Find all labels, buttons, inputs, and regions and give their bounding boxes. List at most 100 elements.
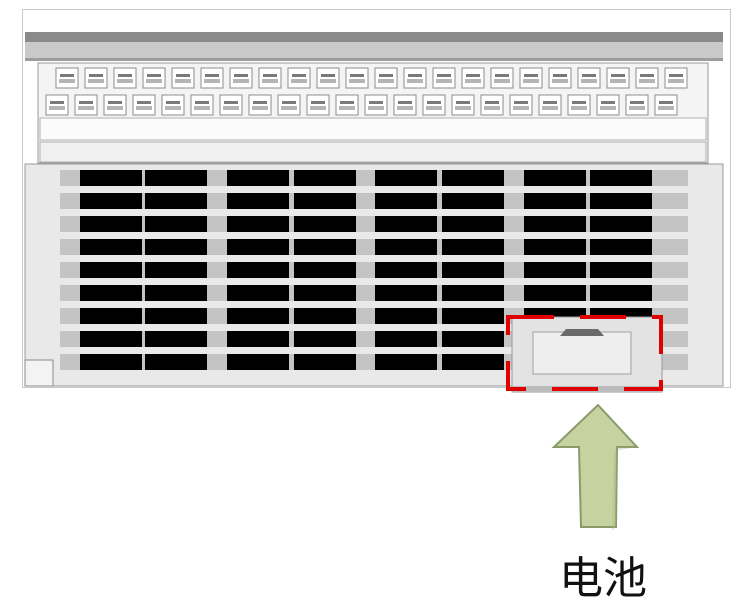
terminal-screw [229,67,253,89]
terminal-screw [364,94,388,116]
terminal-screw [654,94,678,116]
io-slot [442,331,504,347]
up-arrow-icon [551,403,640,528]
terminal-screw [248,94,272,116]
io-slot [590,262,652,278]
terminal-screw [171,67,195,89]
terminal-screw [519,67,543,89]
io-slot [375,285,437,301]
terminal-screw [55,67,79,89]
io-slot [524,170,586,186]
io-slot [294,239,356,255]
io-slot [590,193,652,209]
io-slot [80,239,142,255]
io-slot [590,239,652,255]
terminal-screw [577,67,601,89]
terminal-screw [287,67,311,89]
io-slot [442,170,504,186]
terminal-screw [422,94,446,116]
io-slot [375,262,437,278]
slot-row [60,170,688,186]
battery-label: 电池 [559,553,647,604]
terminal-screw [393,94,417,116]
terminal-screws [45,67,688,116]
io-slot [227,331,289,347]
io-slot [145,308,207,324]
io-slot [294,170,356,186]
io-slot [375,170,437,186]
io-slot [375,354,437,370]
io-slot [442,239,504,255]
slot-row [60,262,688,278]
corner-notch [24,359,54,387]
io-slot [524,285,586,301]
io-slot [294,331,356,347]
io-slot [80,331,142,347]
io-slot [80,262,142,278]
terminal-screw [316,67,340,89]
slot-row [60,285,688,301]
io-slot [145,285,207,301]
io-slot [375,216,437,232]
io-slot [145,354,207,370]
io-slot [524,239,586,255]
terminal-screw [403,67,427,89]
terminal-screw [113,67,137,89]
slot-row [60,239,688,255]
io-slot [375,331,437,347]
io-slot [294,308,356,324]
io-slot [294,354,356,370]
io-slot [227,216,289,232]
io-slot [442,285,504,301]
terminal-screw [103,94,127,116]
terminal-screw [258,67,282,89]
io-slot [227,239,289,255]
io-slot [145,193,207,209]
terminal-screw [345,67,369,89]
io-slot [80,216,142,232]
terminal-screw [509,94,533,116]
io-slot [442,308,504,324]
terminal-screw [190,94,214,116]
io-slot [145,170,207,186]
slot-row [60,193,688,209]
io-slot [80,193,142,209]
io-slot [524,216,586,232]
terminal-screw [635,67,659,89]
terminal-screw [45,94,69,116]
io-slot [524,193,586,209]
io-slot [145,216,207,232]
terminal-screw [432,67,456,89]
terminal-screw [451,94,475,116]
terminal-screw [480,94,504,116]
io-slot [80,285,142,301]
io-slot [442,262,504,278]
io-slot [294,285,356,301]
io-slot [590,170,652,186]
slot-row [60,216,688,232]
battery-highlight-box [506,315,663,391]
io-slot [145,239,207,255]
io-slot [294,216,356,232]
io-slot [227,262,289,278]
io-slot [524,262,586,278]
io-slot [145,262,207,278]
io-slot [442,216,504,232]
io-slot [590,216,652,232]
terminal-screw [132,94,156,116]
io-slot [227,308,289,324]
terminal-screw [548,67,572,89]
top-header-bar [25,32,723,61]
io-slot [294,262,356,278]
terminal-screw [538,94,562,116]
io-slot [80,354,142,370]
terminal-screw [306,94,330,116]
io-slot [227,285,289,301]
terminal-screw [461,67,485,89]
terminal-screw [74,94,98,116]
io-slot [227,193,289,209]
io-slot [375,239,437,255]
io-slot [375,308,437,324]
terminal-screw [625,94,649,116]
